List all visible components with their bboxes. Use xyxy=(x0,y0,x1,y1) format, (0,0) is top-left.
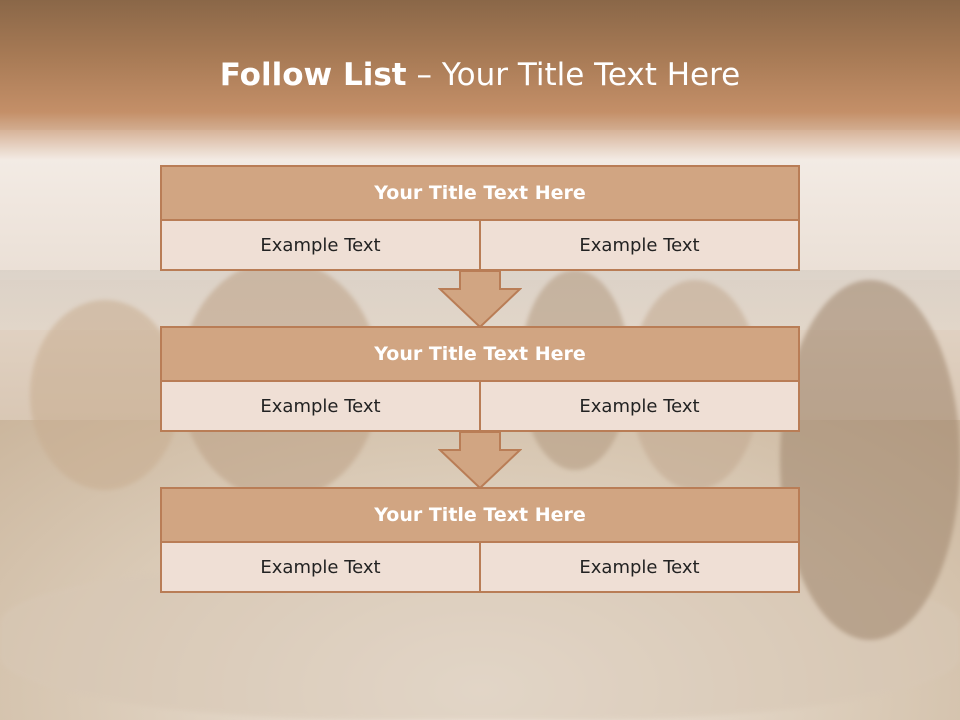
photo-guitar xyxy=(30,300,180,490)
block-cell-left: Example Text xyxy=(160,221,481,271)
list-block-1: Your Title Text Here Example Text Exampl… xyxy=(160,165,800,271)
title-band xyxy=(0,0,960,160)
block-cell-right: Example Text xyxy=(481,543,800,593)
down-arrow-icon xyxy=(438,271,522,329)
list-block-2: Your Title Text Here Example Text Exampl… xyxy=(160,326,800,432)
photo-person xyxy=(780,280,960,640)
block-cell-left: Example Text xyxy=(160,543,481,593)
slide-title: Follow List – Your Title Text Here xyxy=(0,57,960,93)
block-cell-right: Example Text xyxy=(481,382,800,432)
block-row: Example Text Example Text xyxy=(160,543,800,593)
block-cell-right: Example Text xyxy=(481,221,800,271)
title-strong: Follow List xyxy=(219,57,407,93)
list-block-3: Your Title Text Here Example Text Exampl… xyxy=(160,487,800,593)
block-row: Example Text Example Text xyxy=(160,221,800,271)
block-cell-left: Example Text xyxy=(160,382,481,432)
title-rest: – Your Title Text Here xyxy=(406,57,741,93)
down-arrow-icon xyxy=(438,432,522,490)
block-row: Example Text Example Text xyxy=(160,382,800,432)
block-header: Your Title Text Here xyxy=(160,326,800,382)
block-header: Your Title Text Here xyxy=(160,487,800,543)
block-header: Your Title Text Here xyxy=(160,165,800,221)
